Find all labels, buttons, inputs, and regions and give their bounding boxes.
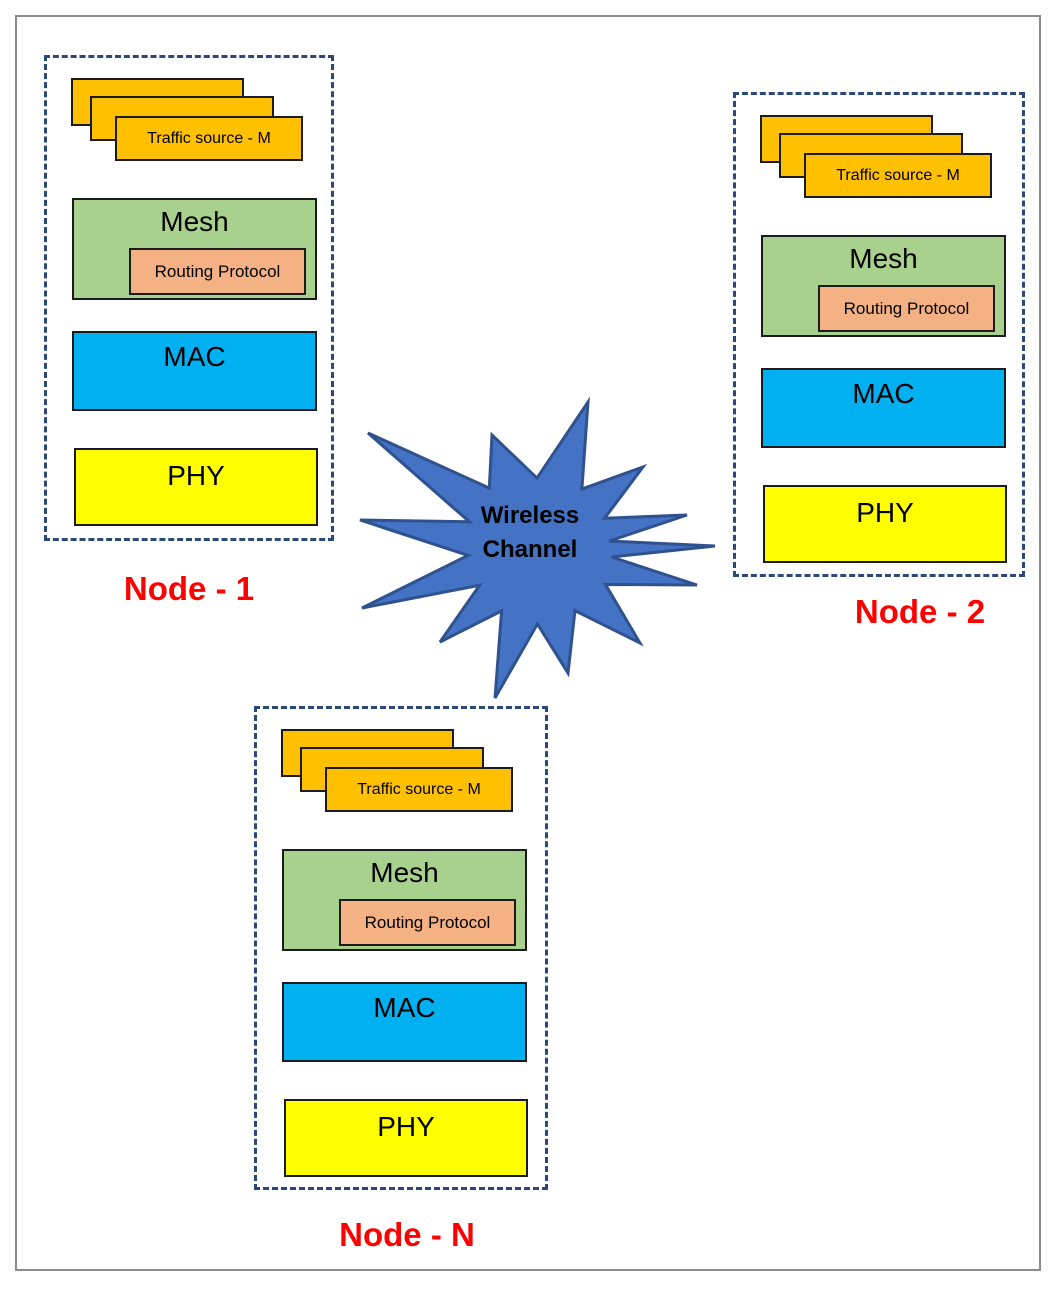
routing-protocol-box: Routing Protocol <box>339 899 516 946</box>
traffic-source-card-front: Traffic source - M <box>115 116 303 161</box>
mesh-layer-label: Mesh <box>370 857 439 888</box>
mac-layer-label: MAC <box>163 341 226 372</box>
node-1-box: Traffic source - M Mesh Routing Protocol… <box>44 55 334 541</box>
mesh-layer-box: Mesh Routing Protocol <box>72 198 317 300</box>
phy-layer-box: PHY <box>284 1099 528 1177</box>
phy-layer-label: PHY <box>856 497 914 528</box>
traffic-source-card-front: Traffic source - M <box>804 153 992 198</box>
mac-layer-box: MAC <box>72 331 317 411</box>
routing-protocol-box: Routing Protocol <box>818 285 995 332</box>
mesh-layer-label: Mesh <box>849 243 918 274</box>
routing-protocol-label: Routing Protocol <box>843 298 970 318</box>
phy-layer-box: PHY <box>74 448 318 526</box>
wireless-channel-line1: Wireless <box>480 502 580 529</box>
routing-protocol-label: Routing Protocol <box>364 912 491 932</box>
node-1-label: Node - 1 <box>123 570 255 607</box>
traffic-source-card-front: Traffic source - M <box>325 767 513 812</box>
node-n-box: Traffic source - M Mesh Routing Protocol… <box>254 706 548 1190</box>
traffic-source-label: Traffic source - M <box>147 129 271 147</box>
traffic-source-label: Traffic source - M <box>357 780 481 798</box>
mac-layer-label: MAC <box>852 378 915 409</box>
mac-layer-box: MAC <box>282 982 527 1062</box>
mesh-layer-box: Mesh Routing Protocol <box>282 849 527 951</box>
phy-layer-label: PHY <box>167 460 225 491</box>
wireless-channel-label: Wireless Channel <box>430 499 630 567</box>
mac-layer-box: MAC <box>761 368 1006 448</box>
phy-layer-label: PHY <box>377 1111 435 1142</box>
routing-protocol-label: Routing Protocol <box>154 261 281 281</box>
mesh-layer-label: Mesh <box>160 206 229 237</box>
routing-protocol-box: Routing Protocol <box>129 248 306 295</box>
mesh-layer-box: Mesh Routing Protocol <box>761 235 1006 337</box>
node-2-box: Traffic source - M Mesh Routing Protocol… <box>733 92 1025 577</box>
wireless-channel-line2: Channel <box>482 536 578 563</box>
node-n-label: Node - N <box>339 1216 475 1253</box>
node-2-label: Node - 2 <box>854 593 986 630</box>
traffic-source-label: Traffic source - M <box>836 166 960 184</box>
starburst-shape <box>359 396 716 699</box>
mac-layer-label: MAC <box>373 992 436 1023</box>
wireless-channel-starburst <box>359 396 716 699</box>
phy-layer-box: PHY <box>763 485 1007 563</box>
